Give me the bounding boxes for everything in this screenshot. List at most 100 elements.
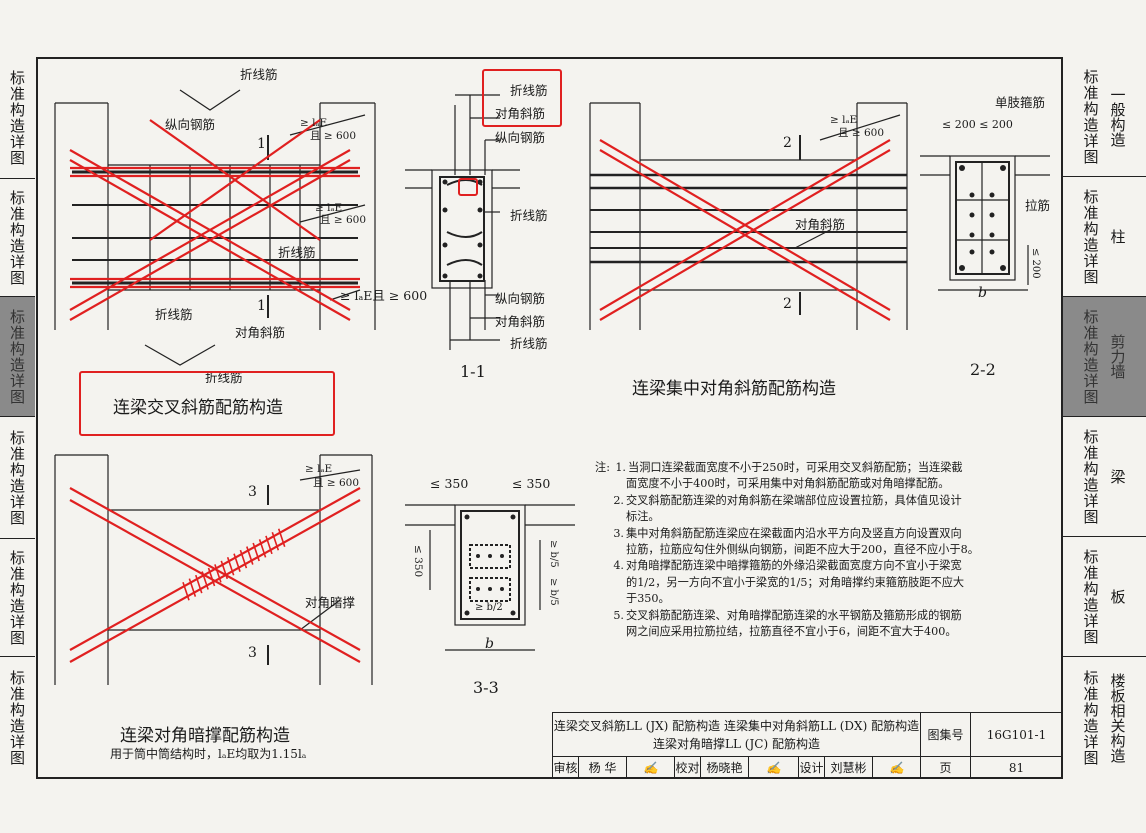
left-tab-label: 标准构造详图 [8, 308, 26, 405]
s22-danzhi: 单肢箍筋 [995, 95, 1046, 110]
jx-label-zhexian-bottom: 折线筋 [205, 370, 243, 385]
jx-anchor-d: 且 ≥ 600 [320, 214, 367, 226]
note-line: 交叉斜筋配筋连梁的对角斜筋在梁端部位应设置拉筋，具体值见设计 [626, 493, 962, 507]
left-tab-strip: 标准构造详图 标准构造详图 标准构造详图 标准构造详图 标准构造详图 标准构造详… [0, 57, 37, 779]
jx-label-duijiao: 对角斜筋 [235, 325, 286, 340]
left-tab-5[interactable]: 标准构造详图 [0, 539, 35, 657]
left-tab-label: 标准构造详图 [8, 670, 26, 766]
notes-prefix: 注: [595, 461, 610, 474]
anchen-tie [252, 542, 260, 562]
s22-b: b [978, 285, 987, 301]
dx-section-mark-bottom: 2 [783, 296, 792, 312]
dx-anchor-b: 且 ≥ 600 [838, 127, 885, 139]
jx-label-zhexian-low: 折线筋 [155, 307, 193, 322]
tb-drawing-name: 连梁交叉斜筋LL (JX) 配筋构造 连梁集中对角斜筋LL (DX) 配筋构造 … [553, 713, 921, 757]
dx-anchor-a: ≥ lₐE [830, 114, 858, 126]
right-tab-std: 标准构造详图 [1081, 188, 1100, 285]
s11-zongxiang1: 纵向钢筋 [495, 130, 546, 145]
left-tab-label: 标准构造详图 [8, 189, 26, 286]
s11-zhexian3: 折线筋 [510, 336, 548, 351]
right-tab-std: 标准构造详图 [1081, 308, 1100, 405]
tb-name-line2: 连梁对角暗撑LL (JC) 配筋构造 [653, 736, 820, 751]
tb-check-signature: ✍ [749, 757, 799, 778]
right-tab-slab[interactable]: 标准构造详图板 [1063, 537, 1146, 657]
right-tab-category: 板 [1108, 589, 1127, 604]
anchen-tie [220, 560, 229, 580]
s33-b5a: ≥ b/5 [548, 540, 559, 568]
s11-title: 1-1 [460, 362, 486, 381]
right-tab-std: 标准构造详图 [1081, 68, 1100, 165]
highlight-s11-labels [482, 69, 562, 127]
s22-v200: ≤ 200 [1030, 248, 1041, 279]
note-num: 3. [613, 526, 624, 540]
jc-anchor-b: 且 ≥ 600 [313, 477, 360, 489]
jc-anchor-a: ≥ lₐE [305, 463, 333, 475]
note-4-cont2: 于350。 [590, 591, 1060, 607]
left-tab-3-active[interactable]: 标准构造详图 [0, 297, 35, 417]
anchen-tie [239, 549, 248, 569]
s22-lajin: 拉筋 [1025, 198, 1051, 213]
highlight-s11-corner [458, 178, 478, 196]
anchen-tie [271, 532, 280, 551]
jx-section-mark-bottom: 1 [257, 298, 266, 314]
right-tab-category: 剪力墙 [1108, 334, 1127, 379]
jx-section-mark-top: 1 [257, 136, 266, 152]
jx-anchor-c: ≥ lₐE [315, 202, 343, 214]
right-tab-category: 一般构造 [1108, 86, 1127, 147]
right-tab-std: 标准构造详图 [1081, 548, 1100, 645]
s33-w350a: ≤ 350 [430, 476, 469, 491]
left-tab-label: 标准构造详图 [8, 429, 26, 526]
right-tab-beam[interactable]: 标准构造详图梁 [1063, 417, 1146, 537]
right-tab-general[interactable]: 标准构造详图一般构造 [1063, 57, 1146, 177]
note-5-cont: 网之间应采用拉筋拉结，拉筋直径不宜小于6，间距不宜大于400。 [590, 624, 1060, 640]
right-tab-column[interactable]: 标准构造详图柱 [1063, 177, 1146, 297]
anchen-tie [226, 556, 235, 576]
anchen-tie [258, 539, 267, 558]
jc-section-mark-bottom: 3 [248, 645, 257, 661]
tb-name-line1: 连梁交叉斜筋LL (JX) 配筋构造 连梁集中对角斜筋LL (DX) 配筋构造 [553, 718, 920, 733]
left-tab-2[interactable]: 标准构造详图 [0, 179, 35, 297]
note-line: 标注。 [626, 510, 660, 524]
right-tab-category: 柱 [1108, 229, 1127, 244]
note-line: 集中对角斜筋配筋连梁应在梁截面内沿水平方向及竖直方向设置双向 [626, 526, 962, 540]
tb-design-label: 设计 [799, 757, 825, 778]
note-indent [590, 624, 626, 640]
note-line: 当洞口连梁截面宽度不小于250时，可采用交叉斜筋配筋；当连梁截 [628, 461, 963, 474]
s33-w350b: ≤ 350 [512, 476, 551, 491]
anchen-tie [207, 567, 216, 587]
note-line: 面宽度不小于400时，可采用集中对角斜筋配筋或对角暗撑配筋。 [626, 477, 950, 491]
note-2-cont: 标注。 [590, 509, 1060, 525]
dx-section-mark-top: 2 [783, 135, 792, 151]
anchen-tie [233, 553, 241, 572]
jx-anchor-a: ≥ lₐE [300, 117, 328, 129]
note-num: 4. [613, 559, 624, 573]
drawing-frame [36, 57, 1063, 779]
jx-label-zhexian-top: 折线筋 [240, 67, 278, 82]
tb-review-label: 审核 [553, 757, 579, 778]
jx-label-zhexian-mid: 折线筋 [278, 245, 316, 260]
left-tab-1[interactable]: 标准构造详图 [0, 57, 35, 179]
left-tab-4[interactable]: 标准构造详图 [0, 417, 35, 539]
dx-title: 连梁集中对角斜筋配筋构造 [632, 379, 836, 399]
jc-section-mark-top: 3 [248, 484, 257, 500]
note-indent [590, 575, 626, 591]
tb-page-label: 页 [921, 757, 971, 778]
right-tab-slab-related[interactable]: 标准构造详图楼板相关构造 [1063, 657, 1146, 779]
note-line: 对角暗撑配筋连梁中暗撑箍筋的外缘沿梁截面宽度方向不宜小于梁宽 [626, 559, 962, 573]
anchen-tie [201, 571, 209, 590]
note-num: 5. [613, 608, 624, 622]
left-tab-6[interactable]: 标准构造详图 [0, 657, 35, 779]
tb-page-number: 81 [1008, 760, 1025, 775]
anchen-tie [265, 535, 273, 555]
tb-atlas-label: 图集号 [921, 713, 971, 757]
left-tab-label: 标准构造详图 [8, 69, 26, 166]
s33-title: 3-3 [473, 678, 499, 697]
anchen-tie [182, 581, 190, 601]
s33-b: b [485, 636, 494, 652]
right-tab-shearwall-active[interactable]: 标准构造详图剪力墙 [1063, 297, 1146, 417]
note-indent [590, 542, 626, 558]
note-indent [590, 509, 626, 525]
note-5: 5.交叉斜筋配筋连梁、对角暗撑配筋连梁的水平钢筋及箍筋形成的钢筋 [590, 608, 1060, 624]
right-tab-std: 标准构造详图 [1081, 428, 1100, 525]
